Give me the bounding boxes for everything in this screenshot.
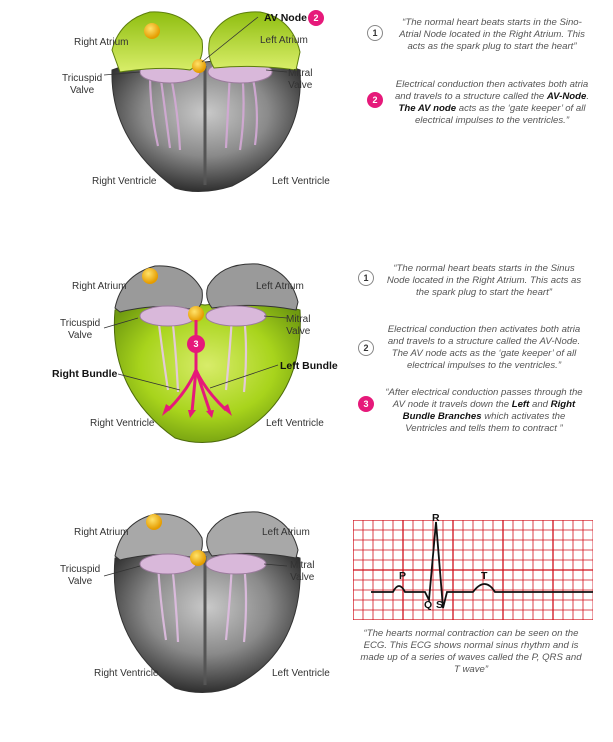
label-left-ventricle: Left Ventricle (266, 418, 324, 430)
label-left-atrium: Left Atrium (260, 35, 308, 47)
ecg-label-t: T (481, 570, 487, 582)
label-left-ventricle: Left Ventricle (272, 176, 330, 188)
heart-illustration-av-node (0, 0, 360, 200)
note-step-2: Electrical conduction then activates bot… (392, 79, 592, 127)
badge-step-3-center: 3 (188, 336, 204, 352)
label-left-atrium: Left Atrium (262, 527, 310, 539)
ecg-label-q: Q (424, 599, 432, 611)
note-badge-1: 1 (358, 270, 374, 286)
note-step-1: “The normal heart beats starts in the Si… (384, 263, 584, 299)
label-right-atrium: Right Atrium (74, 527, 128, 539)
label-right-ventricle: Right Ventricle (92, 176, 156, 188)
note-badge-3: 3 (358, 396, 374, 412)
note-step-1: “The normal heart beats starts in the Si… (392, 17, 592, 53)
ecg-label-p: P (399, 570, 406, 582)
ecg-strip (353, 520, 593, 620)
note-badge-2: 2 (367, 92, 383, 108)
badge-step-2: 2 (308, 10, 324, 26)
ecg-trace (371, 522, 593, 608)
note-step-3: “After electrical conduction passes thro… (384, 387, 584, 435)
label-av-node: AV Node (264, 12, 307, 24)
label-left-atrium: Left Atrium (256, 281, 304, 293)
panel-av-node: Right Atrium Left Atrium AV Node 2 Tricu… (0, 0, 613, 200)
label-right-bundle: Right Bundle (52, 368, 117, 380)
ecg-label-r: R (432, 512, 440, 524)
note-step-2: Electrical conduction then activates bot… (384, 324, 584, 372)
label-left-ventricle: Left Ventricle (272, 668, 330, 680)
label-right-ventricle: Right Ventricle (94, 668, 158, 680)
ecg-label-s: S (436, 599, 443, 611)
label-right-atrium: Right Atrium (74, 37, 128, 49)
ecg-caption: “The hearts normal contraction can be se… (358, 628, 584, 676)
note-badge-1: 1 (367, 25, 383, 41)
label-right-atrium: Right Atrium (72, 281, 126, 293)
note-badge-2: 2 (358, 340, 374, 356)
label-left-bundle: Left Bundle (280, 360, 338, 372)
label-right-ventricle: Right Ventricle (90, 418, 154, 430)
ecg-grid (353, 520, 593, 620)
